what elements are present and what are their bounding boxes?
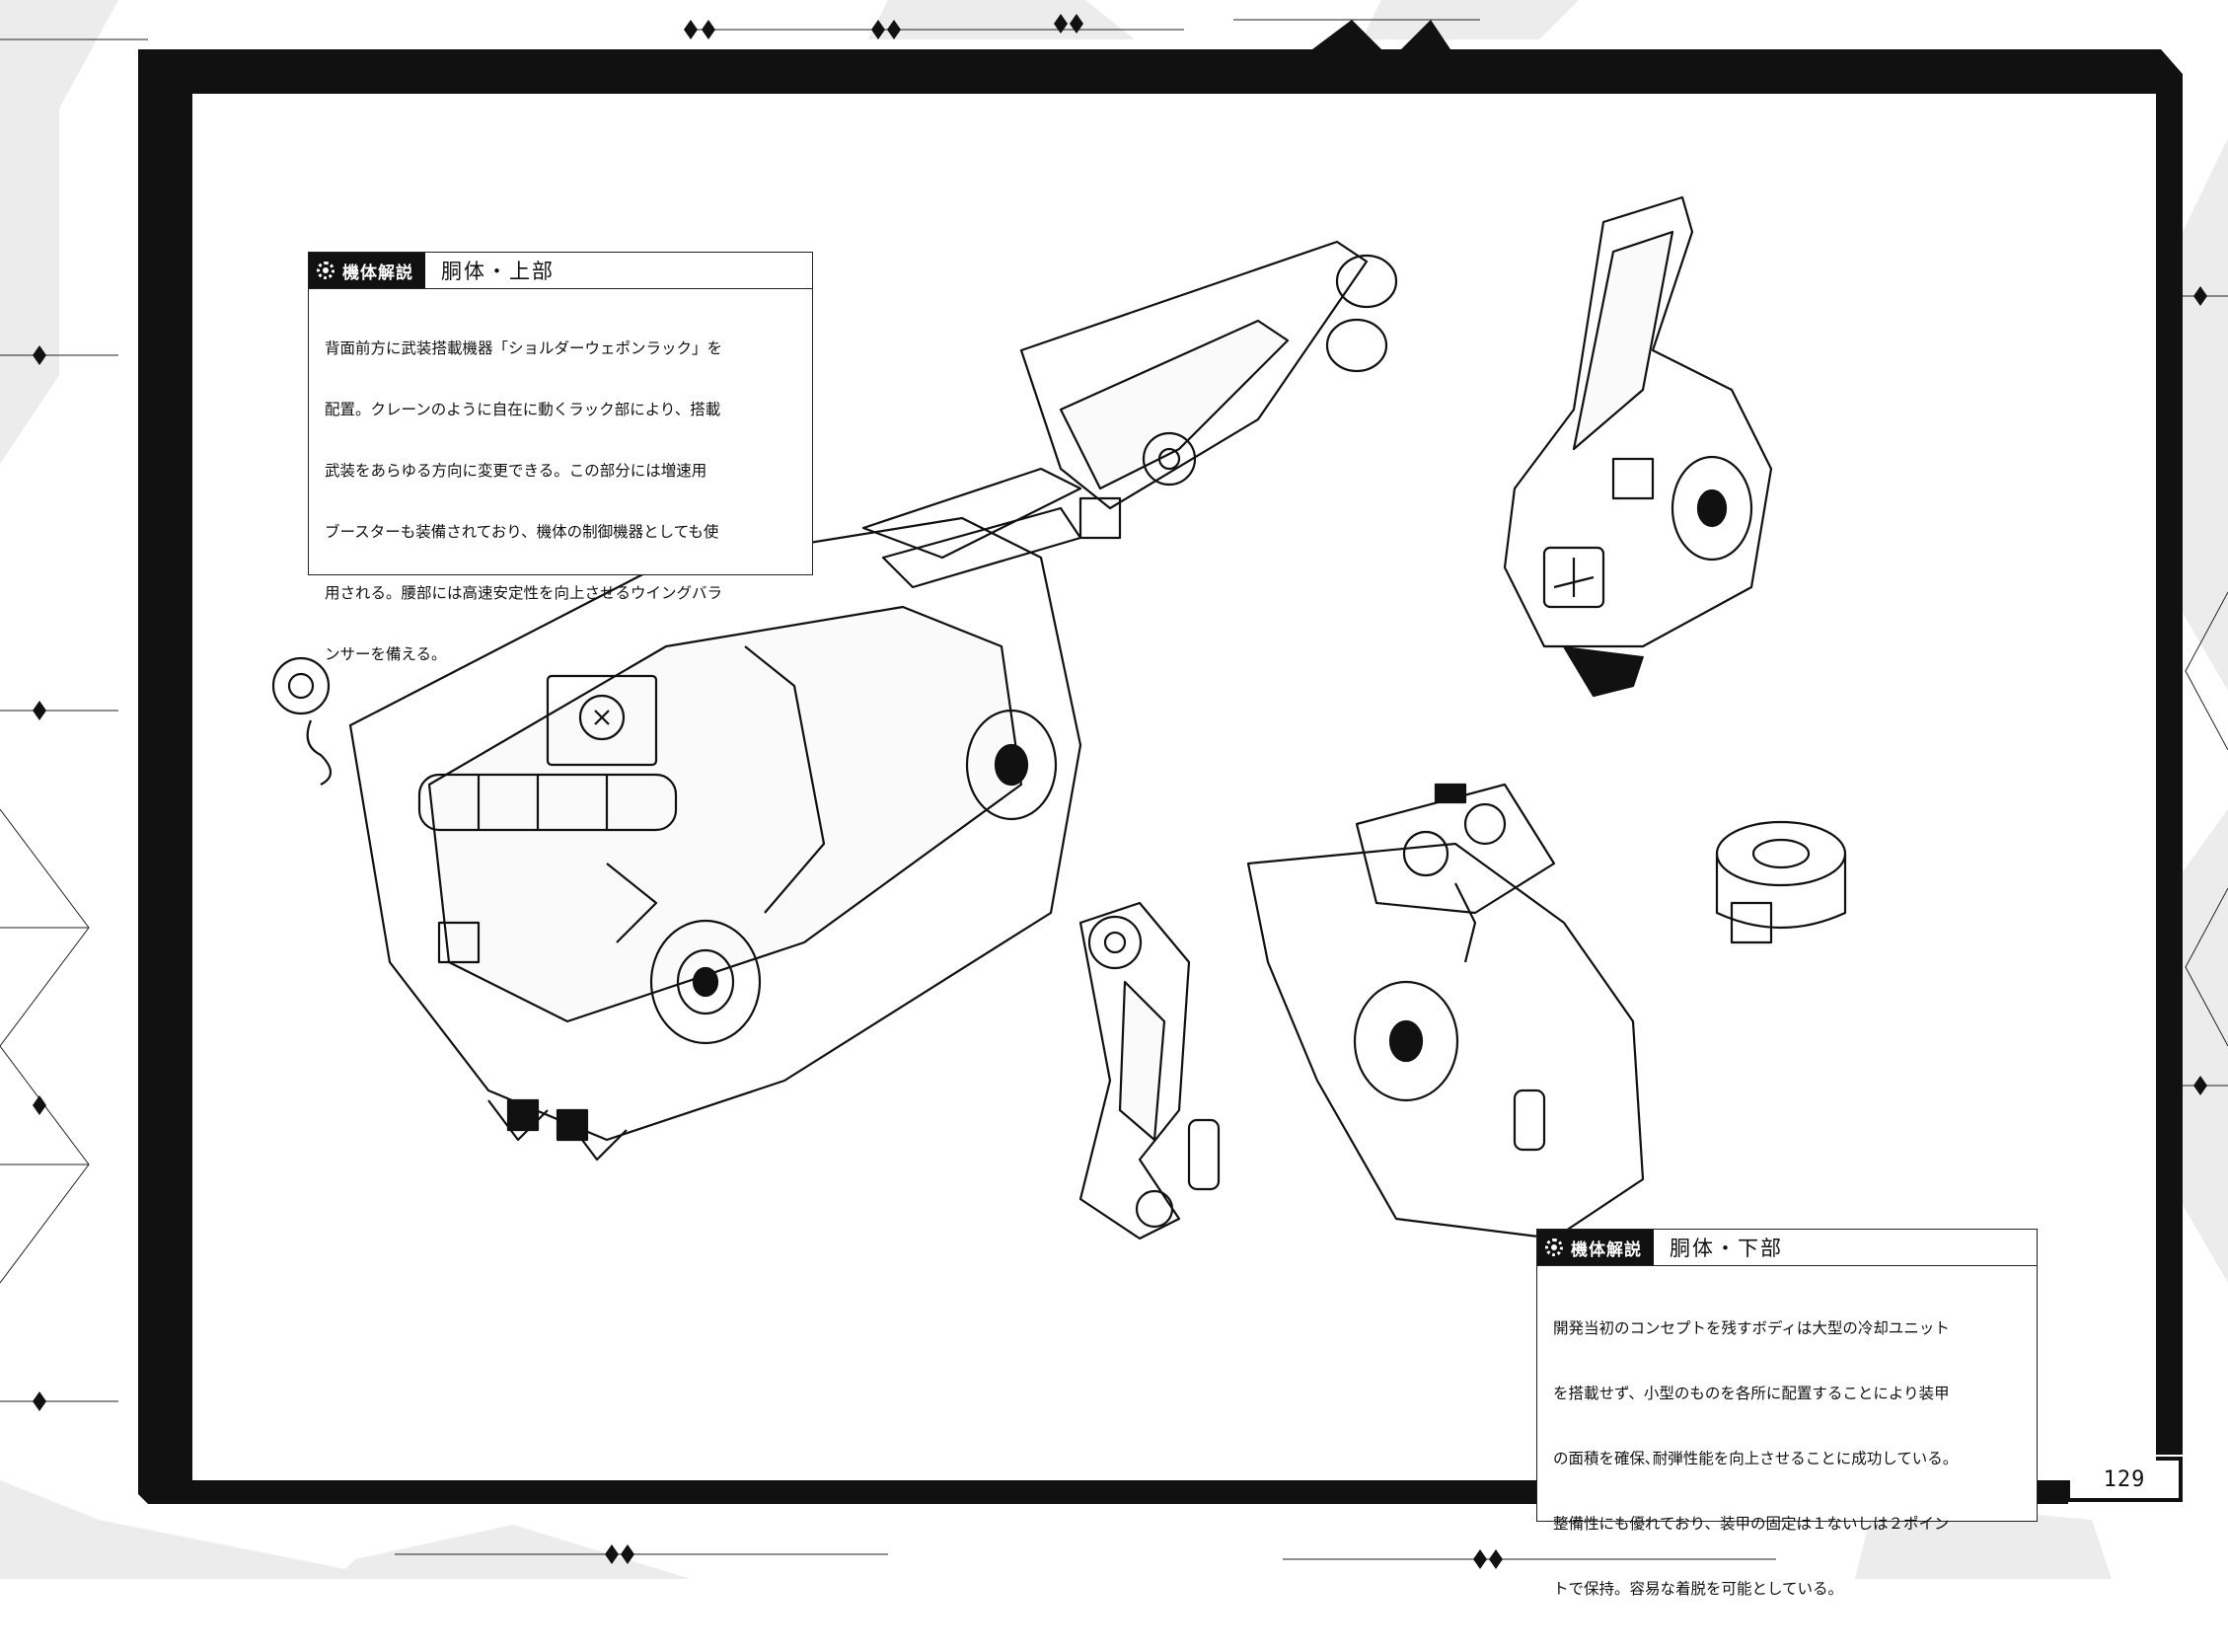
body-line: ンサーを備える。 (325, 645, 447, 663)
info-box-body: 背面前方に武装搭載機器「ショルダーウェポンラック」を 配置。クレーンのように自在… (309, 289, 812, 714)
body-line: 武装をあらゆる方向に変更できる。この部分には増速用 (325, 462, 707, 480)
body-line: ブースターも装備されており、機体の制御機器としても使 (325, 523, 719, 541)
rear-unit-drawing (1503, 195, 1773, 698)
body-line: 開発当初のコンセプトを残すボディは大型の冷却ユニット (1553, 1319, 1950, 1337)
info-box-header: 機体解説 胴体・下部 (1537, 1230, 2037, 1266)
shoulder-rack-drawing (1019, 240, 1398, 540)
lattice-lines (0, 19, 2228, 1560)
mecha-illustration (271, 195, 1847, 1240)
info-tag: 機体解説 (309, 253, 425, 288)
info-tag-label: 機体解説 (1571, 1239, 1642, 1260)
body-line: の面積を確保､耐弾性能を向上させることに成功している。 (1553, 1450, 1959, 1467)
info-box-body: 開発当初のコンセプトを残すボディは大型の冷却ユニット を搭載せず、小型のものを各… (1537, 1266, 2037, 1652)
body-line: 配置。クレーンのように自在に動くラック部により、搭載 (325, 401, 721, 418)
body-line: を搭載せず、小型のものを各所に配置することにより装甲 (1553, 1385, 1950, 1402)
info-box-header: 機体解説 胴体・上部 (309, 253, 812, 289)
lower-torso-drawing (1246, 783, 1645, 1240)
info-box-title: 胴体・下部 (1670, 1237, 1783, 1260)
leg-part-drawing (1078, 901, 1221, 1240)
diamond-decorations (33, 14, 2207, 1569)
lower-torso-info-box: 機体解説 胴体・下部 開発当初のコンセプトを残すボディは大型の冷却ユニット を搭… (1536, 1229, 2038, 1598)
upper-torso-drawing (271, 467, 1082, 1162)
gear-icon (317, 262, 334, 279)
body-line: 背面前方に武装搭載機器「ショルダーウェポンラック」を (325, 339, 723, 357)
upper-torso-info-box: 機体解説 胴体・上部 背面前方に武装搭載機器「ショルダーウェポンラック」を 配置… (308, 252, 813, 663)
body-line: 用される。腰部には高速安定性を向上させるウイングバラ (325, 584, 723, 602)
content-panel: 機体解説 胴体・上部 背面前方に武装搭載機器「ショルダーウェポンラック」を 配置… (192, 94, 2156, 1598)
page-number: 129 (2103, 1466, 2146, 1492)
cap-part-drawing (1715, 820, 1847, 944)
info-tag-label: 機体解説 (342, 263, 413, 283)
body-line: 整備性にも優れており、装甲の固定は１ないしは２ポイン (1553, 1515, 1950, 1533)
body-line: トで保持。容易な着脱を可能としている。 (1553, 1580, 1844, 1598)
info-tag: 機体解説 (1537, 1230, 1654, 1265)
gear-icon (1545, 1239, 1563, 1256)
page-number-box: 129 (2070, 1457, 2179, 1502)
info-box-title: 胴体・上部 (441, 260, 555, 283)
